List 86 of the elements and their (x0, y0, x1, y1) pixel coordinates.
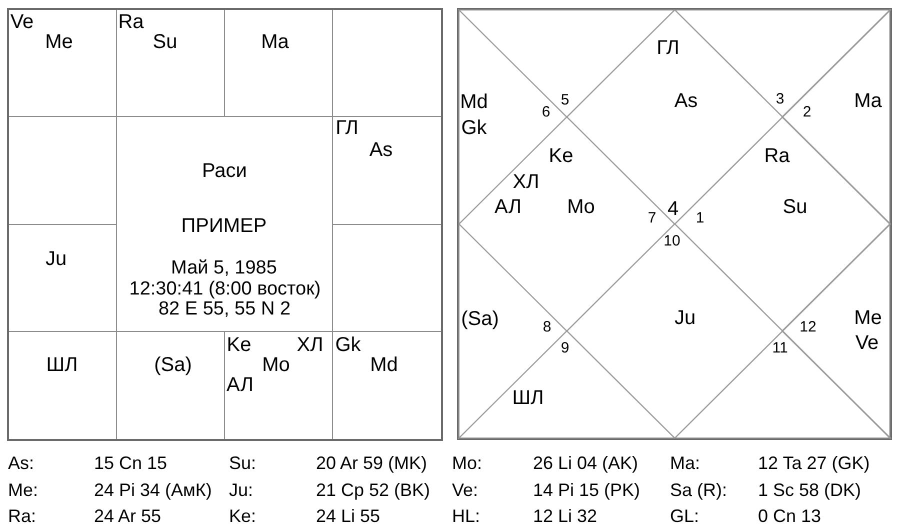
planet-label: Me (854, 308, 882, 328)
planet-label: As (369, 140, 393, 160)
planet-name: GL: (670, 507, 700, 525)
sign-number: 10 (664, 234, 680, 248)
sign-number: 11 (772, 340, 788, 356)
planet-name: Sa (R): (670, 480, 728, 498)
planet-label: Ve (10, 12, 34, 32)
house-triangle (459, 331, 674, 438)
planet-name: Ju: (229, 480, 254, 498)
planet-position: 21 Cp 52 (BK) (316, 480, 430, 498)
chart-house (9, 117, 117, 224)
planet-label: Mo (567, 197, 595, 217)
planet-label: ХЛ (296, 335, 324, 355)
planet-label: Me (45, 32, 73, 52)
sign-number: 9 (560, 340, 570, 356)
planet-label: Ke (226, 335, 252, 355)
sign-number: 6 (542, 104, 550, 120)
chart-house (225, 332, 333, 439)
planet-label: Mo (262, 355, 290, 375)
planet-name: HL: (452, 507, 480, 525)
birth-coordinates: 82 E 55, 55 N 2 (158, 300, 291, 318)
planet-label: ГЛ (656, 38, 680, 58)
planet-label: ШЛ (512, 388, 544, 408)
sign-number: 12 (800, 320, 816, 334)
chart-house (117, 10, 225, 118)
planet-position: 0 Cn 13 (758, 507, 822, 525)
planet-label: Ma (854, 91, 882, 111)
chart-house (333, 117, 441, 224)
planet-label: ГЛ (336, 118, 358, 138)
planet-position: 20 Ar 59 (MK) (316, 454, 428, 472)
planet-position: 1 Sc 58 (DK) (758, 480, 862, 498)
planet-label: Ju (45, 249, 67, 269)
planet-label: ШЛ (46, 355, 78, 375)
planet-name: As: (8, 454, 34, 472)
planet-name: Me: (8, 480, 38, 498)
planet-label: (Sa) (154, 355, 192, 375)
planet-position: 26 Li 04 (AK) (533, 454, 638, 472)
planet-name: Su: (229, 454, 256, 472)
chart-name: Раси (202, 161, 247, 181)
planet-position: 24 Ar 55 (94, 507, 162, 525)
planet-name: Ra: (8, 507, 36, 525)
chart-house (9, 10, 117, 118)
planet-label: Ke (548, 146, 574, 166)
planet-position: 12 Li 32 (533, 507, 598, 525)
planet-position: 24 Pi 34 (АмК) (94, 480, 212, 498)
chart-house (225, 10, 333, 118)
planet-label: Ra (764, 146, 790, 166)
chart-house (9, 224, 117, 332)
house-triangle (674, 331, 890, 438)
birth-date: Май 5, 1985 (171, 258, 277, 277)
birth-time: 12:30:41 (8:00 восток) (129, 279, 321, 298)
planet-label: Md (370, 355, 398, 375)
planet-position: 12 Ta 27 (GK) (758, 454, 870, 472)
planet-name: Mo: (452, 454, 482, 472)
house-triangle (459, 224, 567, 438)
chart-frame (457, 8, 892, 440)
planet-label: Su (782, 197, 808, 217)
planet-label: (Sa) (461, 309, 499, 329)
planet-label: Ma (261, 32, 289, 52)
planet-label: Ve (855, 333, 879, 353)
planet-label: ХЛ (512, 172, 540, 192)
person-name: ПРИМЕР (181, 216, 267, 236)
planet-position: 14 Pi 15 (PK) (533, 480, 640, 498)
planet-name: Ke: (229, 507, 256, 525)
planet-label: Gk (335, 335, 361, 355)
planet-label: АЛ (494, 197, 522, 217)
planet-label: Ju (674, 308, 696, 328)
planet-label: As (674, 91, 698, 111)
sign-number: 4 (667, 199, 679, 219)
sign-number: 3 (776, 92, 784, 106)
planet-label: Gk (461, 118, 487, 138)
sign-number: 2 (802, 104, 812, 120)
sign-number: 5 (560, 92, 570, 108)
chart-center-panel (117, 117, 333, 332)
planet-label: Ra (118, 12, 144, 32)
planet-position: 15 Cn 15 (94, 454, 168, 472)
planet-label: АЛ (226, 375, 254, 395)
planet-position: 24 Li 55 (316, 507, 380, 525)
planet-label: Md (460, 92, 488, 112)
chart-frame (7, 8, 443, 441)
planet-label: Su (152, 32, 178, 52)
sign-number: 7 (648, 210, 656, 226)
sign-number: 8 (542, 320, 552, 334)
planet-name: Ve: (452, 480, 478, 498)
planet-name: Ma: (670, 454, 700, 472)
sign-number: 1 (696, 210, 704, 226)
